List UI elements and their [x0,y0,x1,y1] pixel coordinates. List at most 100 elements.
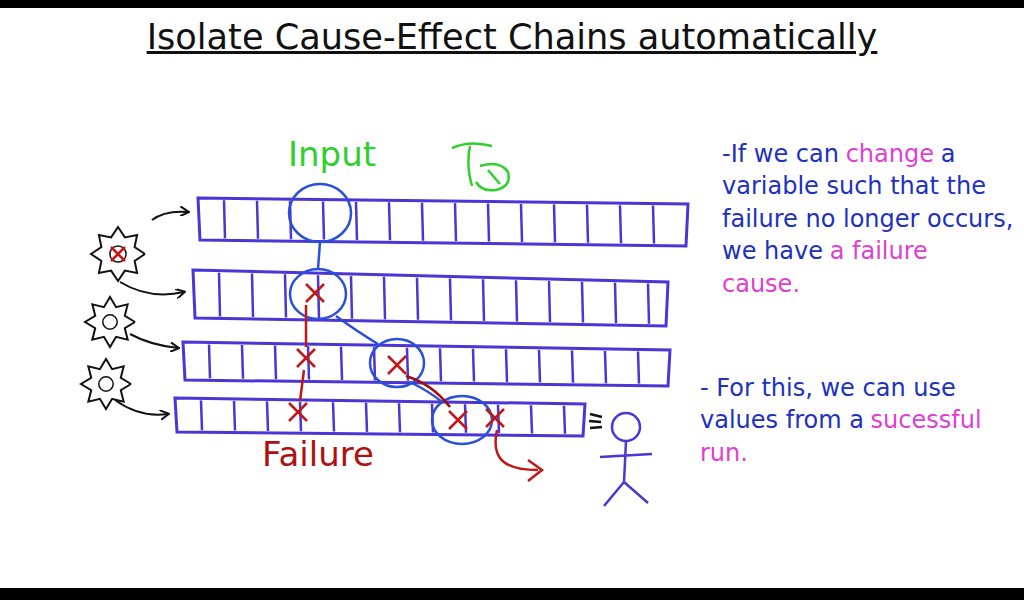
note-text: -If we can [722,140,839,168]
cell-tick [333,402,334,431]
cell-tick [224,200,225,238]
cell-tick [615,283,616,323]
cell-tick [531,405,532,433]
bug-icons [81,227,145,409]
user-figure [589,413,652,506]
note-highlight: change [846,140,934,168]
gear-outline [85,297,135,347]
cell-ticks [201,200,654,433]
figure-head [612,413,640,441]
cell-tick [275,346,276,380]
cell-tick [473,349,474,382]
cell-tick [285,274,286,317]
figure-body [600,441,652,506]
bug-icon [85,297,135,347]
gear-hub [99,377,113,391]
cell-tick [549,281,550,322]
cell-tick [257,201,258,239]
failure-label: Failure [262,434,374,474]
state-bars [175,198,688,436]
cell-tick [587,205,588,243]
speech-marks [589,414,602,428]
cell-tick [252,273,253,317]
cell-tick [516,280,517,321]
cell-tick [366,403,367,432]
cell-tick [417,278,418,320]
cell-tick [653,206,654,244]
cell-tick [483,279,484,321]
cell-tick [506,349,507,382]
focus-circle [289,184,351,242]
cell-tick [356,202,357,240]
chain-line [318,242,320,269]
cell-tick [219,273,220,317]
failure-mark [388,356,406,374]
cell-tick [242,345,243,379]
focus-circle [290,269,346,319]
cell-tick [450,278,451,320]
cell-tick [605,351,606,383]
chain-line [336,316,378,344]
frame-bar [0,0,1024,8]
frame-bar [0,588,1024,600]
focus-circle [432,396,492,444]
cell-tick [521,204,522,242]
gear-arrow [120,282,184,294]
cell-tick [572,350,573,382]
cell-tick [351,276,352,319]
cell-tick [384,277,385,319]
cell-tick [323,202,324,240]
failure-line [406,376,450,407]
gear-outline [81,359,131,409]
cell-tick [455,203,456,241]
state-bar [193,270,668,326]
cell-tick [564,406,565,434]
bug-icon [91,227,145,281]
title: Isolate Cause-Effect Chains automaticall… [0,16,1024,57]
cell-tick [234,401,235,431]
cell-tick [554,204,555,242]
failure-mark [297,349,315,367]
cell-tick [440,348,441,381]
bug-icon [81,359,131,409]
failure-line [300,370,304,401]
bug-scribble [452,143,509,190]
note-block: - For this, we can use values from asuce… [700,372,992,469]
failure-mark [306,284,324,302]
cell-tick [399,403,400,432]
bug-scribble [452,143,509,190]
failure-arrowhead [528,460,542,481]
cell-tick [209,344,210,378]
cell-tick [638,351,639,383]
cell-tick [539,350,540,383]
gear-hub [103,315,117,329]
gear-outline [91,227,145,281]
cell-tick [648,283,649,323]
failure-mark [486,409,504,427]
gear-arrow [130,334,178,348]
cell-tick [267,401,268,431]
cell-tick [582,282,583,323]
cell-tick [498,405,499,433]
bug-mark [111,247,125,261]
note-block: -If we canchangea variable such that the… [722,138,1014,300]
gear-arrow [152,212,188,220]
gear-arrows [115,212,188,415]
cell-tick [341,347,342,380]
cell-tick [422,203,423,241]
state-bar [175,398,585,436]
state-bar [183,342,670,386]
failure-line [305,305,308,347]
input-label: Input [288,134,376,174]
cell-tick [620,205,621,243]
cell-tick [308,346,309,379]
cell-tick [488,204,489,242]
failure-mark [289,403,307,421]
failure-mark [449,411,467,429]
gear-hub [110,246,126,262]
gear-arrow [115,400,168,415]
focus-circles [289,184,492,444]
state-bar [198,198,688,246]
cell-tick [389,202,390,240]
